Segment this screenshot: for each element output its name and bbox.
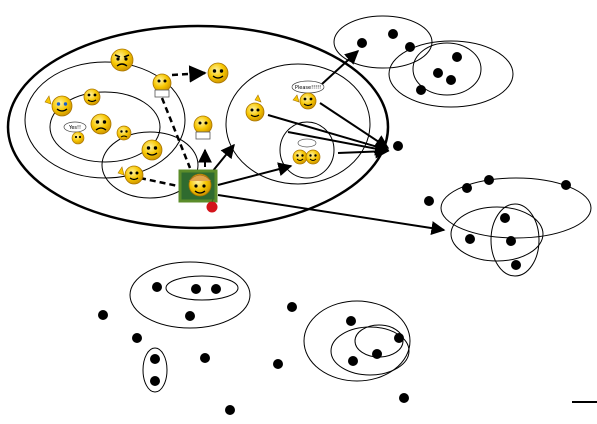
dot (98, 310, 108, 320)
arrow (321, 50, 360, 85)
angry-smiley-icon (110, 48, 134, 72)
arrow (337, 144, 390, 159)
smiley-icon (83, 88, 101, 106)
dot (465, 234, 475, 244)
dot (346, 316, 356, 326)
dot (394, 333, 404, 343)
dot (506, 236, 516, 246)
dot (185, 311, 195, 321)
dot (446, 75, 456, 85)
dot (424, 196, 434, 206)
dot (211, 284, 221, 294)
dot (416, 85, 426, 95)
dot (273, 359, 283, 369)
dot (287, 302, 297, 312)
dashed-arrows (139, 65, 207, 188)
left-group-inner (49, 91, 161, 163)
classroom-ellipse (6, 24, 390, 230)
dot (191, 284, 201, 294)
reading-smiley-icon (193, 115, 213, 140)
worried-smiley-icon (90, 113, 112, 135)
cluster-bottom-left-small (142, 347, 168, 393)
cluster-mid-right-2 (450, 206, 544, 262)
dot (405, 42, 415, 52)
apple-icon (206, 198, 218, 213)
dot (152, 282, 162, 292)
smiley-icon (141, 139, 163, 161)
arrow (211, 143, 235, 173)
dot (484, 175, 494, 185)
dot (132, 333, 142, 343)
arrow (287, 131, 390, 156)
left-group-small (101, 131, 199, 199)
cluster-mid-right-1 (440, 177, 592, 239)
smiley-icon (207, 62, 229, 84)
smiley-icon (305, 149, 321, 165)
smiley-icon (71, 131, 85, 145)
inner-right-subgroup (279, 121, 335, 179)
cluster-bottom-right-outer (303, 300, 411, 382)
dot (561, 180, 571, 190)
dot (348, 356, 358, 366)
waving-smiley-icon (44, 95, 73, 117)
smileys: Yes!! (44, 48, 325, 213)
speech-bubble-icon: Yes!! (63, 121, 87, 133)
waving-smiley-icon (292, 92, 317, 110)
dot (150, 376, 160, 386)
arrow (217, 162, 293, 186)
dot (357, 38, 367, 48)
dot (200, 353, 210, 363)
dot (393, 141, 403, 151)
dots (98, 29, 571, 415)
arrow (217, 194, 446, 235)
cluster-bottom-left-outer (129, 261, 251, 329)
smiley-icon (292, 149, 308, 165)
dot (452, 52, 462, 62)
cluster-bottom-right-mid (330, 326, 410, 376)
dashed-arrow (160, 97, 192, 169)
worried-smiley-icon (116, 125, 132, 141)
dot (388, 29, 398, 39)
teacher-smiley-icon (178, 169, 218, 203)
dot (511, 260, 521, 270)
waving-smiley-icon (245, 94, 265, 122)
arrow (319, 102, 390, 149)
dot (399, 393, 409, 403)
dot (500, 213, 510, 223)
dot (462, 183, 472, 193)
arrow (267, 114, 390, 154)
dot (225, 405, 235, 415)
speech-bubble-icon: Please!!!!! (291, 80, 325, 94)
cluster-top-right-2 (388, 40, 514, 108)
dot (372, 349, 382, 359)
cluster-bottom-left-inner (165, 275, 239, 301)
reading-smiley-icon (152, 73, 172, 98)
cluster-mid-right-3 (490, 203, 540, 277)
solid-arrows (198, 50, 446, 235)
dot (433, 68, 443, 78)
bubble-please-text: Please!!!!! (295, 85, 321, 91)
dot (150, 354, 160, 364)
inner-right-group (225, 63, 371, 185)
dashed-arrow (171, 65, 207, 83)
dashed-arrow (139, 176, 179, 188)
cluster-top-right-3 (412, 42, 482, 96)
speech-bubble-icon (297, 138, 317, 148)
left-group-outer (24, 61, 186, 179)
bubble-yes-text: Yes!! (68, 125, 81, 131)
waving-smiley-icon (117, 165, 144, 185)
